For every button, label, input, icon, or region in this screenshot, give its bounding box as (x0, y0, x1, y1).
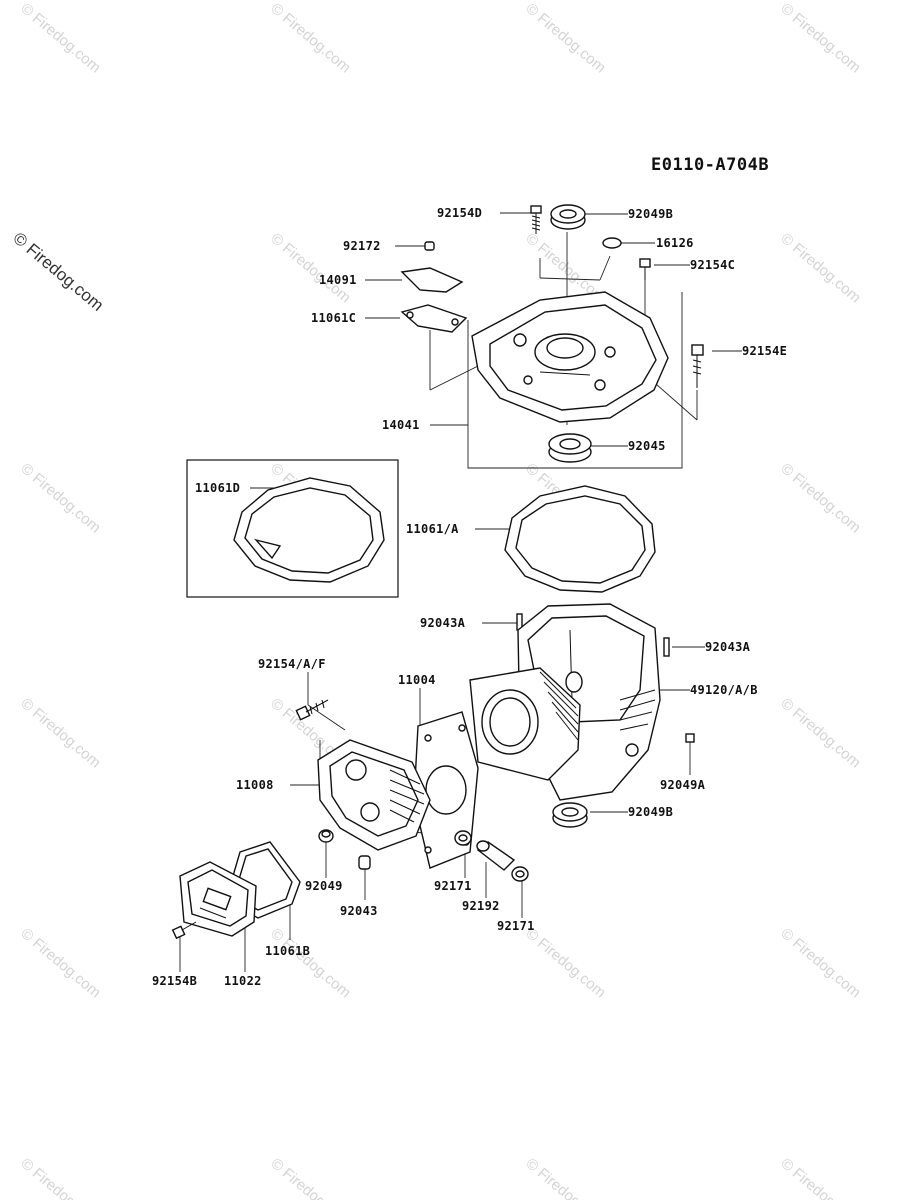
bolt-92154aff-drawing (295, 699, 329, 721)
watermark-text: © Firedog.com (267, 0, 353, 76)
part-label: 92049 (305, 879, 343, 893)
cover-14091-drawing (400, 267, 464, 293)
watermark-text: © Firedog.com (522, 0, 608, 76)
bolt-92154b-drawing (171, 921, 197, 940)
watermark-text: © Firedog.com (267, 230, 353, 306)
part-label: 11022 (224, 974, 262, 988)
part-label: 92154D (437, 206, 482, 220)
cylinder-block-49120-drawing (469, 603, 661, 801)
head-gasket-11004-drawing (413, 711, 479, 869)
part-label: 92043A (705, 640, 751, 654)
watermark-text: © Firedog.com (17, 460, 103, 536)
part-label: 11004 (398, 673, 436, 687)
part-label: 92049A (660, 778, 706, 792)
part-label: 92154C (690, 258, 735, 272)
part-label: 92172 (343, 239, 381, 253)
part-label: 11061C (311, 311, 356, 325)
part-labels: 92154D 92049B 92172 16126 92154C 14091 1… (152, 206, 787, 988)
watermark-text: © Firedog.com (777, 1155, 863, 1200)
option-box-11061d (186, 459, 399, 598)
watermark-text: © Firedog.com (17, 925, 103, 1001)
watermark-text: © Firedog.com (522, 925, 608, 1001)
watermark-text: © Firedog.com (17, 1155, 103, 1200)
watermark-text: © Firedog.com (777, 925, 863, 1001)
watermark-text: © Firedog.com (267, 925, 353, 1001)
clamp-92171-right-drawing (511, 866, 529, 882)
tube-92192-drawing (476, 840, 516, 871)
part-label: 92043 (340, 904, 378, 918)
part-label: 92043A (420, 616, 466, 630)
part-label: 11061B (265, 944, 310, 958)
pin-92043-drawing (358, 855, 371, 870)
crankcase-cover-14041-drawing (471, 291, 669, 423)
watermark-text: © Firedog.com (777, 460, 863, 536)
watermark-text: © Firedog.com (522, 1155, 608, 1200)
part-label: 92154B (152, 974, 197, 988)
gasket-11061a-drawing (504, 485, 656, 593)
part-label: 92045 (628, 439, 666, 453)
part-label: 92049B (628, 805, 673, 819)
oil-seal-92049b-bottom-drawing (552, 802, 588, 828)
part-label: 92154/A/F (258, 657, 326, 671)
bolt-92154e-drawing (691, 344, 704, 388)
part-label: 92154E (742, 344, 787, 358)
part-label: 92192 (462, 899, 500, 913)
part-label: 14041 (382, 418, 420, 432)
watermark-text: © Firedog.com (777, 0, 863, 76)
watermark-text: © Firedog.com (267, 1155, 353, 1200)
diagram-code: E0110-A704B (651, 155, 769, 175)
cylinder-head-11008-drawing (317, 739, 431, 851)
watermark-pattern: © Firedog.com © Firedog.com © Firedog.co… (17, 0, 863, 1200)
part-label: 11061/A (406, 522, 459, 536)
seal-92049-drawing (318, 829, 334, 843)
clamp-92171-left-drawing (454, 830, 472, 846)
oil-seal-92049b-top-drawing (550, 204, 586, 230)
watermark-text: © Firedog.com (777, 695, 863, 771)
part-label: 11008 (236, 778, 274, 792)
watermark-text-main: © Firedog.com (9, 229, 107, 315)
plate-16126-drawing (602, 237, 622, 249)
gasket-11061d-drawing (233, 477, 385, 583)
dowel-92043a-right-drawing (663, 637, 670, 657)
watermark-text: © Firedog.com (17, 695, 103, 771)
part-label: 92171 (497, 919, 535, 933)
plug-92172-drawing (424, 241, 435, 251)
part-label: 14091 (319, 273, 357, 287)
bolt-92154d-drawing (530, 205, 542, 234)
part-label: 92049B (628, 207, 673, 221)
part-label: 49120/A/B (690, 683, 758, 697)
bolt-92154c-drawing (639, 258, 651, 280)
part-label: 92171 (434, 879, 472, 893)
rocker-cover-11022-drawing (179, 861, 257, 937)
oil-seal-92045-drawing (548, 433, 592, 463)
plug-92049a-drawing (685, 733, 695, 743)
part-label: 11061D (195, 481, 240, 495)
watermark-text: © Firedog.com (17, 0, 103, 76)
part-label: 16126 (656, 236, 694, 250)
watermark-text: © Firedog.com (777, 230, 863, 306)
gasket-11061c-drawing (400, 304, 468, 333)
